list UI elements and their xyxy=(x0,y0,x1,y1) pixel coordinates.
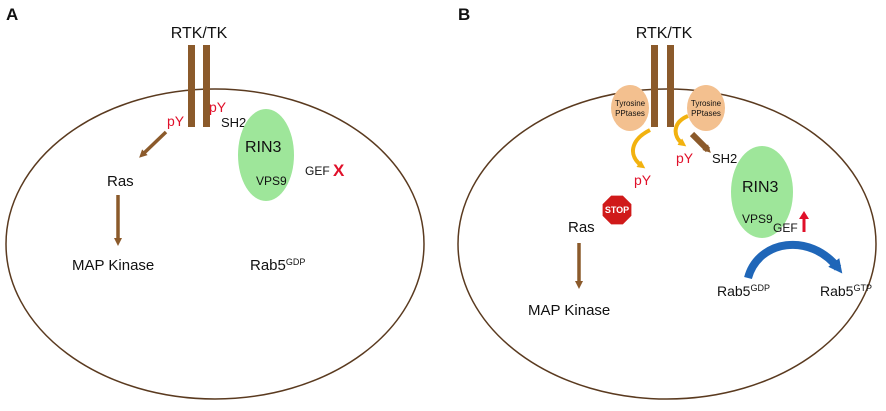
panel-b-arrow-to-sh2 xyxy=(689,131,711,153)
panel-a-gef-x-mark: X xyxy=(333,161,345,180)
panel-b-rin3-blob xyxy=(731,146,793,238)
panel-b-stop-sign xyxy=(601,194,633,226)
panel-a-vps9: VPS9 xyxy=(256,174,287,188)
panel-a-rab5-text: Rab5 xyxy=(250,257,286,274)
panel-b-orange-arrow-left xyxy=(631,128,651,169)
panel-b-gef: GEF xyxy=(773,221,798,235)
panel-b-rab5-gtp-text: Rab5 xyxy=(820,283,854,299)
panel-b-rab5-gdp-text: Rab5 xyxy=(717,283,751,299)
panel-b-letter: B xyxy=(458,5,470,24)
panel-a-gef: GEF xyxy=(305,164,330,178)
panel-a-receptor-label: RTK/TK xyxy=(171,25,228,42)
panel-b-py-left: pY xyxy=(634,172,652,188)
panel-a-arrow-py-to-ras xyxy=(139,130,168,158)
panel-b-map-kinase: MAP Kinase xyxy=(528,302,610,319)
panel-b-orange-arrow-right xyxy=(673,114,689,147)
panel-b-rin3: RIN3 xyxy=(742,179,779,196)
panel-b-ptpase-left-blob xyxy=(611,85,649,131)
panel-b-py-right: pY xyxy=(676,150,694,166)
panel-b-rab5-gdp-sup: GDP xyxy=(750,283,770,293)
panel-b-ptpase-left-line1: Tyrosine xyxy=(615,99,646,108)
panel-a-rin3-blob xyxy=(238,109,294,201)
panel-a-py-right: pY xyxy=(209,99,227,115)
panel-b-ptpase-left-line2: PPtases xyxy=(615,109,645,118)
panel-b-blue-activation-arrow xyxy=(744,240,843,280)
panel-a-sh2: SH2 xyxy=(221,115,246,130)
panel-b-ptpase-right-line1: Tyrosine xyxy=(691,99,722,108)
panel-a-receptor-bar-right xyxy=(203,45,210,127)
panel-b-vps9: VPS9 xyxy=(742,212,773,226)
panel-b-ptpase-right-line2: PPtases xyxy=(691,109,721,118)
panel-a-rab5-sup: GDP xyxy=(286,257,306,267)
panel-b-stop-text: STOP xyxy=(605,205,629,215)
panel-a-letter: A xyxy=(6,5,18,24)
panel-b-receptor-bar-right xyxy=(667,45,674,127)
panel-a-rab5: Rab5GDP xyxy=(250,257,305,274)
panel-a-py-left: pY xyxy=(167,113,185,129)
panel-b-red-up-arrow-head xyxy=(799,211,809,219)
panel-b-cell xyxy=(457,88,877,400)
panel-b-rab5-gtp-sup: GTP xyxy=(853,283,872,293)
panel-b: B RTK/TK Tyrosine PPtases Tyrosine PPtas… xyxy=(457,5,877,400)
panel-a: A RTK/TK pY pY SH2 Ras MAP Kinase RIN3 V… xyxy=(5,5,425,400)
panel-a-receptor-bar-left xyxy=(188,45,195,127)
panel-a-ras: Ras xyxy=(107,173,134,190)
panel-b-ras: Ras xyxy=(568,219,595,236)
panel-b-receptor-bar-left xyxy=(651,45,658,127)
panel-b-ptpase-right-blob xyxy=(687,85,725,131)
panel-a-rin3: RIN3 xyxy=(245,139,282,156)
panel-a-map-kinase: MAP Kinase xyxy=(72,257,154,274)
panel-b-rab5-gdp: Rab5GDP xyxy=(717,283,770,299)
panel-b-rab5-gtp: Rab5GTP xyxy=(820,283,872,299)
panel-b-receptor-label: RTK/TK xyxy=(636,25,693,42)
panel-a-cell xyxy=(5,88,425,400)
panel-b-sh2: SH2 xyxy=(712,151,737,166)
